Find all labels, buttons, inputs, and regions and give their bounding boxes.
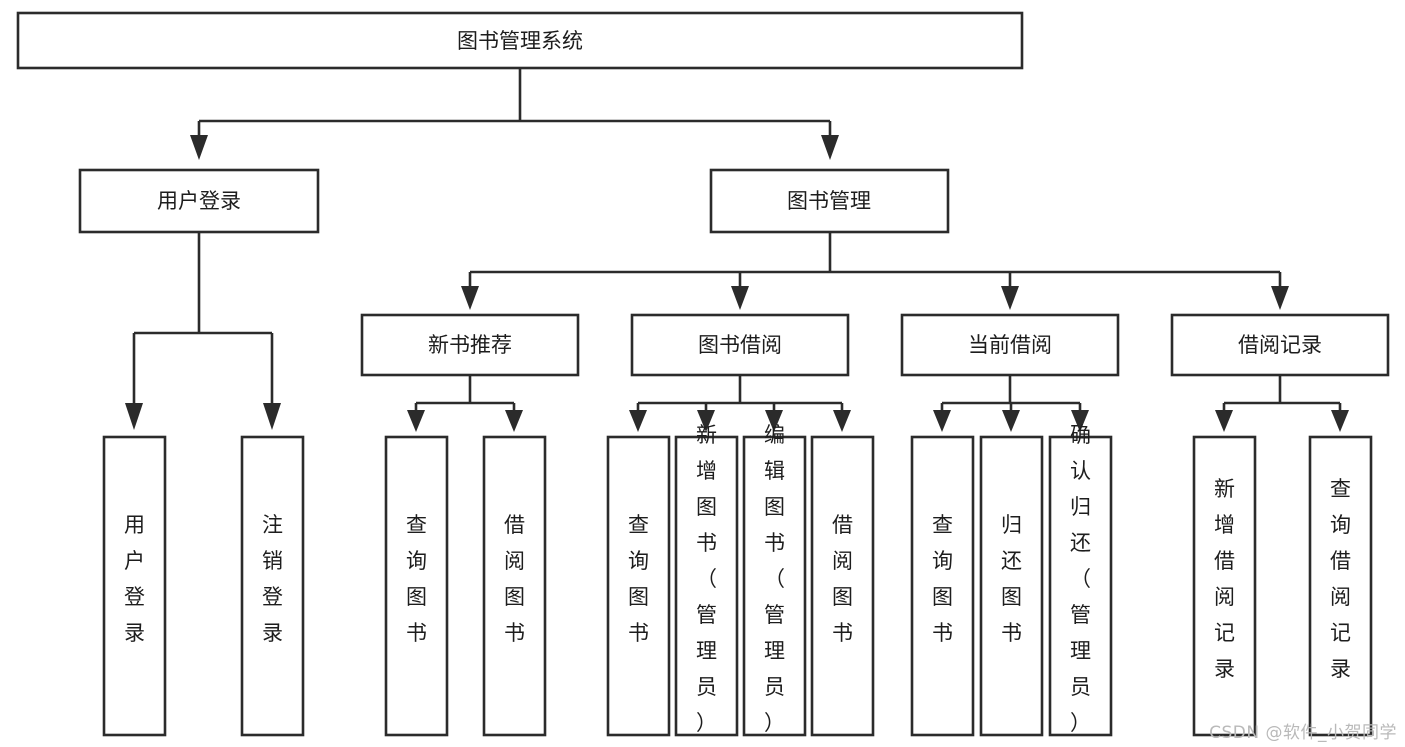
node-current-borrow-box[interactable] xyxy=(900,313,1120,377)
node-leaf-query-borrow-record[interactable]: 查询借阅记录 xyxy=(1308,435,1373,737)
arrow-to-leaf-borrow-book-2 xyxy=(833,410,851,432)
node-root-box[interactable] xyxy=(16,11,1024,70)
node-leaf-query-book-2[interactable]: 查询图书 xyxy=(606,435,671,737)
node-leaf-edit-book-admin-label: 编辑图书（管理员） xyxy=(764,423,785,735)
node-leaf-user-login-box[interactable] xyxy=(102,435,167,737)
node-leaf-query-book-3-label: 查询图书 xyxy=(932,513,953,645)
node-leaf-borrow-book-1[interactable]: 借阅图书 xyxy=(482,435,547,737)
node-leaf-query-book-3-box[interactable] xyxy=(910,435,975,737)
node-book-manage-box[interactable] xyxy=(709,168,950,234)
csdn-watermark: CSDN @软件_小贺同学 xyxy=(1209,723,1397,743)
node-user-login-box[interactable] xyxy=(78,168,320,234)
node-leaf-query-book-1-label: 查询图书 xyxy=(406,513,427,645)
connector-group-book-borrow xyxy=(629,375,851,432)
node-leaf-borrow-book-1-label: 借阅图书 xyxy=(504,513,525,645)
node-leaf-edit-book-admin-box[interactable] xyxy=(742,435,807,737)
node-leaf-query-book-2-label: 查询图书 xyxy=(628,513,649,645)
node-leaf-query-borrow-record-box[interactable] xyxy=(1308,435,1373,737)
node-leaf-borrow-book-2[interactable]: 借阅图书 xyxy=(810,435,875,737)
arrow-to-leaf-add-borrow-record xyxy=(1215,410,1233,432)
connector-group-current-borrow xyxy=(933,375,1089,432)
node-root-label: 图书管理系统 xyxy=(457,29,583,53)
node-leaf-borrow-book-2-box[interactable] xyxy=(810,435,875,737)
arrow-to-leaf-query-book-2 xyxy=(629,410,647,432)
node-book-borrow[interactable]: 图书借阅 xyxy=(630,313,850,377)
node-new-book-recommend-label: 新书推荐 xyxy=(428,333,512,357)
arrow-to-user-login xyxy=(190,135,208,160)
node-new-book-recommend-box[interactable] xyxy=(360,313,580,377)
connector-group-new-book-recommend xyxy=(407,375,523,432)
node-leaf-query-book-3[interactable]: 查询图书 xyxy=(910,435,975,737)
arrow-to-leaf-add-book-admin xyxy=(697,410,715,432)
node-leaf-query-borrow-record-label: 查询借阅记录 xyxy=(1330,477,1351,681)
node-book-borrow-label: 图书借阅 xyxy=(698,333,782,357)
arrow-to-leaf-query-borrow-record xyxy=(1331,410,1349,432)
node-borrow-record-box[interactable] xyxy=(1170,313,1390,377)
node-leaf-logout[interactable]: 注销登录 xyxy=(240,435,305,737)
node-leaf-return-book[interactable]: 归还图书 xyxy=(979,435,1044,737)
arrow-to-book-manage xyxy=(821,135,839,160)
node-leaf-add-borrow-record[interactable]: 新增借阅记录 xyxy=(1192,435,1257,737)
node-current-borrow[interactable]: 当前借阅 xyxy=(900,313,1120,377)
arrow-to-leaf-user-login xyxy=(125,403,143,430)
node-leaf-add-borrow-record-label: 新增借阅记录 xyxy=(1214,477,1235,681)
node-leaf-query-book-1-box[interactable] xyxy=(384,435,449,737)
arrow-to-leaf-query-book-3 xyxy=(933,410,951,432)
node-current-borrow-label: 当前借阅 xyxy=(968,333,1052,357)
arrow-to-current-borrow xyxy=(1001,286,1019,310)
node-leaf-query-book-2-box[interactable] xyxy=(606,435,671,737)
node-leaf-borrow-book-1-box[interactable] xyxy=(482,435,547,737)
connector-group-book-manage xyxy=(461,232,1289,310)
node-book-borrow-box[interactable] xyxy=(630,313,850,377)
connector-group-user-login xyxy=(125,232,281,430)
node-leaf-add-book-admin[interactable]: 新增图书（管理员） xyxy=(674,423,739,737)
node-book-manage[interactable]: 图书管理 xyxy=(709,168,950,234)
node-leaf-query-book-1[interactable]: 查询图书 xyxy=(384,435,449,737)
arrow-to-leaf-edit-book-admin xyxy=(765,410,783,432)
node-leaf-confirm-return-admin-box[interactable] xyxy=(1048,435,1113,737)
arrow-to-leaf-return-book xyxy=(1002,410,1020,432)
arrow-to-book-borrow xyxy=(731,286,749,310)
node-leaf-add-book-admin-label: 新增图书（管理员） xyxy=(696,423,717,735)
node-leaf-borrow-book-2-label: 借阅图书 xyxy=(832,513,853,645)
leaf-node-layer: 用户登录 注销登录 查询图书 借阅图书 查询图书 新增图书（管理员） 编辑图书（管理员） 借阅… xyxy=(102,423,1373,737)
node-leaf-logout-label: 注销登录 xyxy=(262,513,283,645)
arrow-to-new-book-recommend xyxy=(461,286,479,310)
node-leaf-confirm-return-admin-label: 确认归还（管理员） xyxy=(1070,423,1091,735)
node-leaf-user-login-label: 用户登录 xyxy=(124,513,145,645)
node-book-manage-label: 图书管理 xyxy=(787,189,871,213)
node-user-login[interactable]: 用户登录 xyxy=(78,168,320,234)
node-leaf-logout-box[interactable] xyxy=(240,435,305,737)
arrow-to-leaf-logout xyxy=(263,403,281,430)
node-borrow-record-label: 借阅记录 xyxy=(1238,333,1322,357)
node-user-login-label: 用户登录 xyxy=(157,189,241,213)
node-leaf-return-book-label: 归还图书 xyxy=(1001,513,1022,645)
node-leaf-add-borrow-record-box[interactable] xyxy=(1192,435,1257,737)
node-leaf-return-book-box[interactable] xyxy=(979,435,1044,737)
node-leaf-confirm-return-admin[interactable]: 确认归还（管理员） xyxy=(1048,423,1113,737)
node-leaf-add-book-admin-box[interactable] xyxy=(674,435,739,737)
arrow-to-leaf-confirm-return-admin xyxy=(1071,410,1089,432)
connector-group-root xyxy=(190,68,839,160)
arrow-to-borrow-record xyxy=(1271,286,1289,310)
node-new-book-recommend[interactable]: 新书推荐 xyxy=(360,313,580,377)
connector-group-borrow-record xyxy=(1215,375,1349,432)
arrow-to-leaf-query-book-1 xyxy=(407,410,425,432)
node-root[interactable]: 图书管理系统 xyxy=(16,11,1024,70)
node-leaf-edit-book-admin[interactable]: 编辑图书（管理员） xyxy=(742,423,807,737)
arrow-to-leaf-borrow-book-1 xyxy=(505,410,523,432)
node-borrow-record[interactable]: 借阅记录 xyxy=(1170,313,1390,377)
node-leaf-user-login[interactable]: 用户登录 xyxy=(102,435,167,737)
